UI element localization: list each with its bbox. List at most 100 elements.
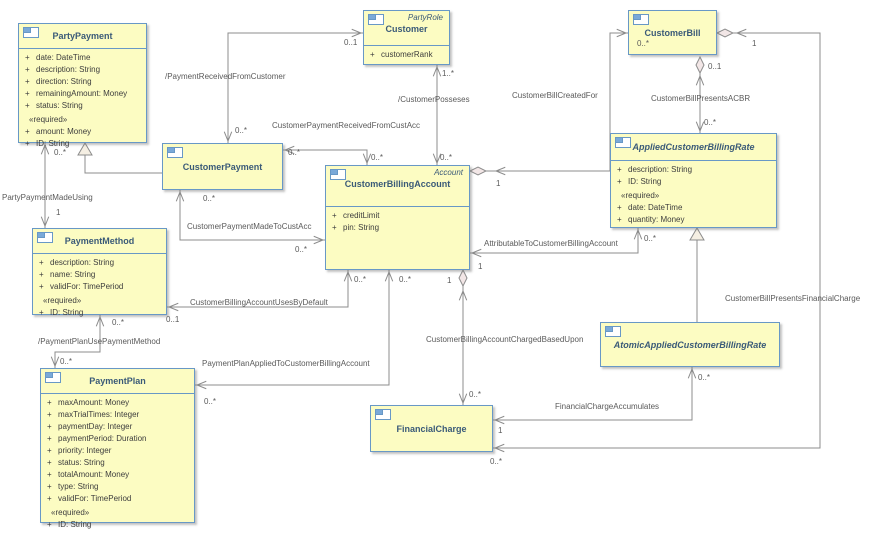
class-name: CustomerBillingAccount <box>344 179 451 189</box>
visibility-plus-icon: + <box>47 494 52 503</box>
class-customer-bill[interactable]: CustomerBill <box>628 10 717 55</box>
class-header: PaymentPlan <box>41 369 194 393</box>
open-arrow-icon <box>494 166 506 176</box>
class-icon-inner <box>330 169 338 175</box>
open-arrow-icon <box>40 216 50 228</box>
class-applied-customer-billing-rate[interactable]: AppliedCustomerBillingRate+description: … <box>610 133 777 228</box>
visibility-plus-icon: + <box>25 139 30 148</box>
attribute-text: date: DateTime <box>628 203 683 212</box>
class-attribute: +maxTrialTimes: Integer <box>41 409 194 421</box>
visibility-plus-icon: + <box>617 203 622 212</box>
attribute-text: customerRank <box>381 50 433 59</box>
visibility-plus-icon: + <box>47 398 52 407</box>
visibility-plus-icon: + <box>25 127 30 136</box>
visibility-plus-icon: + <box>39 258 44 267</box>
visibility-plus-icon: + <box>25 101 30 110</box>
class-financial-charge[interactable]: FinancialCharge <box>370 405 493 452</box>
open-arrow-icon <box>343 270 353 282</box>
class-header: PaymentMethod <box>33 229 166 253</box>
class-icon <box>368 14 384 25</box>
attribute-text: direction: String <box>36 77 92 86</box>
aggregation-diamond-icon <box>468 166 488 176</box>
aggregation-diamond-icon <box>458 268 468 288</box>
visibility-plus-icon: + <box>25 65 30 74</box>
attribute-text: remainingAmount: Money <box>36 89 128 98</box>
class-name: PartyPayment <box>52 31 113 41</box>
class-header: CustomerPayment <box>163 144 282 189</box>
class-icon-inner <box>45 372 53 378</box>
class-attribute: +date: DateTime <box>19 52 146 64</box>
attribute-text: type: String <box>58 482 99 491</box>
visibility-plus-icon: + <box>47 434 52 443</box>
class-attribute: +ID: String <box>41 519 194 531</box>
class-icon-inner <box>37 232 45 238</box>
open-arrow-icon <box>95 315 105 327</box>
required-keyword: «required» <box>51 508 90 517</box>
class-party-payment[interactable]: PartyPayment+date: DateTime+description:… <box>18 23 147 148</box>
class-atomic-applied-customer-billing-rate[interactable]: AtomicAppliedCustomerBillingRate <box>600 322 780 367</box>
open-arrow-icon <box>223 131 233 143</box>
class-attributes: +description: String+name: String+validF… <box>33 253 166 317</box>
class-attribute: + date: DateTime <box>611 202 776 214</box>
class-name: CustomerBill <box>644 27 701 38</box>
open-arrow-icon <box>493 415 505 425</box>
class-icon <box>45 372 61 383</box>
attribute-text: amount: Money <box>36 127 92 136</box>
edge-customer-payment-received-from-cust-acc[interactable] <box>283 149 368 165</box>
class-payment-plan[interactable]: PaymentPlan+maxAmount: Money+maxTrialTim… <box>40 368 195 529</box>
open-arrow-icon <box>50 356 60 368</box>
visibility-plus-icon: + <box>332 223 337 232</box>
class-icon <box>375 409 391 420</box>
open-arrow-icon <box>351 28 363 38</box>
class-attribute: +quantity: Money <box>611 214 776 226</box>
edge-customer-billing-account-uses-by-default[interactable] <box>167 270 349 308</box>
class-name: PaymentMethod <box>64 236 135 246</box>
class-header: AtomicAppliedCustomerBillingRate <box>601 323 779 366</box>
edge-attributable-to-customer-billing-account[interactable] <box>470 228 639 254</box>
open-arrow-icon <box>384 270 394 282</box>
class-attribute: +paymentDay: Integer <box>41 421 194 433</box>
open-arrow-icon <box>432 153 442 165</box>
edge-customer-bill-presents-financial-charge[interactable] <box>493 32 821 449</box>
aggregation-diamond-icon <box>695 55 705 75</box>
class-customer-payment[interactable]: CustomerPayment <box>162 143 283 190</box>
class-icon <box>330 169 346 180</box>
open-arrow-icon <box>313 235 325 245</box>
class-attribute: +totalAmount: Money <box>41 469 194 481</box>
edge-payment-received-from-customer[interactable] <box>227 32 363 143</box>
generalization-triangle-icon <box>689 227 705 241</box>
attribute-text: ID: String <box>58 520 92 529</box>
attribute-text: paymentPeriod: Duration <box>58 434 147 443</box>
attribute-text: description: String <box>50 258 115 267</box>
edge-customer-bill-created-for[interactable] <box>470 32 628 172</box>
class-attribute: +priority: Integer <box>41 445 194 457</box>
attribute-text: creditLimit <box>343 211 380 220</box>
class-name: PaymentPlan <box>89 376 146 386</box>
class-attribute: +direction: String <box>19 76 146 88</box>
edge-customer-payment-made-to-cust-acc[interactable] <box>179 190 325 241</box>
edge-payment-plan-applied-to-customer-billing-account[interactable] <box>195 270 390 386</box>
class-icon <box>23 27 39 38</box>
class-name: Customer <box>385 24 428 34</box>
class-attributes: +description: String+ID: String«required… <box>611 160 776 227</box>
class-icon-inner <box>633 14 641 20</box>
required-keyword: «required» <box>43 296 82 305</box>
class-attribute: +ID: String <box>33 307 166 319</box>
class-icon-inner <box>375 409 383 415</box>
attribute-text: description: String <box>628 165 693 174</box>
open-arrow-icon <box>175 190 185 202</box>
visibility-plus-icon: + <box>25 89 30 98</box>
class-payment-method[interactable]: PaymentMethod+description: String+name: … <box>32 228 167 317</box>
open-arrow-icon <box>633 228 643 240</box>
edge-payment-plan-use-payment-method[interactable] <box>54 315 101 368</box>
visibility-plus-icon: + <box>39 270 44 279</box>
open-arrow-icon <box>283 145 295 155</box>
class-attribute: +description: String <box>611 164 776 176</box>
attribute-text: ID: String <box>50 308 84 317</box>
edge-financial-charge-accumulates[interactable] <box>493 367 693 421</box>
class-attributes: +creditLimit+pin: String <box>326 206 469 269</box>
